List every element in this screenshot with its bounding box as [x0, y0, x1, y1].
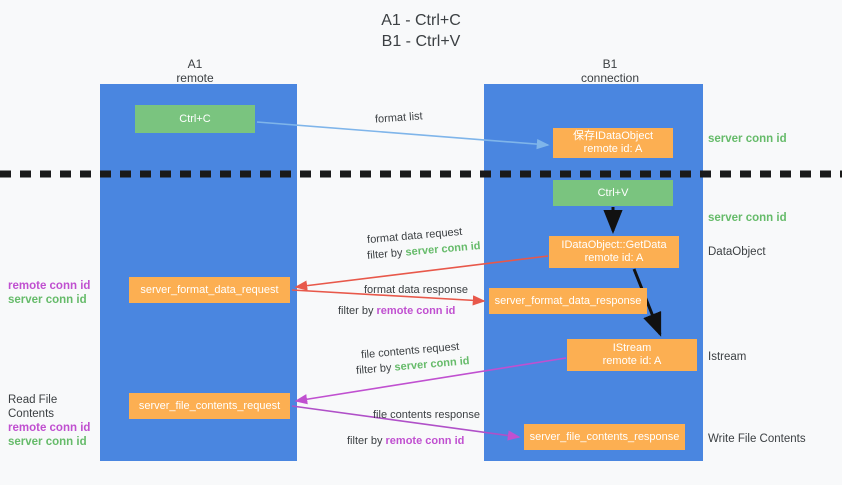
column-header-b1: B1 connection [580, 57, 640, 85]
note-istream: Istream [708, 351, 747, 363]
node-server-format-data-request[interactable]: server_format_data_request [129, 277, 290, 303]
note-conn-id-group-2: Read File Contents remote conn id server… [8, 393, 103, 449]
filter-prefix: filter by [366, 246, 407, 262]
note-server-conn-id-2: server conn id [8, 436, 87, 448]
edge-label-file-contents-response: file contents response [373, 409, 481, 421]
note-server-conn-id-1: server conn id [8, 294, 87, 306]
filter-prefix: filter by [347, 435, 386, 447]
note-server-conn-id-top: server conn id [708, 133, 787, 145]
note-dataobject: DataObject [708, 246, 766, 258]
note-conn-id-group-1: remote conn id server conn id [8, 279, 98, 307]
note-read-file-contents: Read File Contents [8, 394, 58, 420]
node-save-idataobject[interactable]: 保存IDataObject remote id: A [553, 128, 673, 158]
note-remote-conn-id-1: remote conn id [8, 280, 91, 292]
node-istream[interactable]: IStream remote id: A [567, 339, 697, 371]
node-ctrl-v[interactable]: Ctrl+V [553, 180, 673, 206]
page-title: A1 - Ctrl+C B1 - Ctrl+V [381, 12, 461, 50]
node-server-file-contents-request[interactable]: server_file_contents_request [129, 393, 290, 419]
edge-label-format-data-response-filter: filter by remote conn id [338, 304, 455, 319]
column-header-a1: A1 remote [176, 57, 214, 85]
node-server-file-contents-response[interactable]: server_file_contents_response [524, 424, 685, 450]
filter-value-remote-conn-id: remote conn id [376, 305, 456, 317]
node-ctrl-c[interactable]: Ctrl+C [135, 105, 255, 133]
edge-label-format-data-response: format data response [364, 284, 468, 296]
filter-prefix: filter by [355, 361, 396, 377]
note-server-conn-id-mid: server conn id [708, 212, 787, 224]
edge-label-format-list: format list [374, 110, 424, 126]
node-idataobject-getdata[interactable]: IDataObject::GetData remote id: A [549, 236, 679, 268]
filter-prefix: filter by [338, 305, 377, 317]
node-server-format-data-response[interactable]: server_format_data_response [489, 288, 647, 314]
note-remote-conn-id-2: remote conn id [8, 422, 91, 434]
note-write-file-contents: Write File Contents [708, 433, 806, 445]
edge-label-file-contents-response-filter: filter by remote conn id [347, 434, 464, 449]
filter-value-remote-conn-id: remote conn id [385, 435, 465, 447]
